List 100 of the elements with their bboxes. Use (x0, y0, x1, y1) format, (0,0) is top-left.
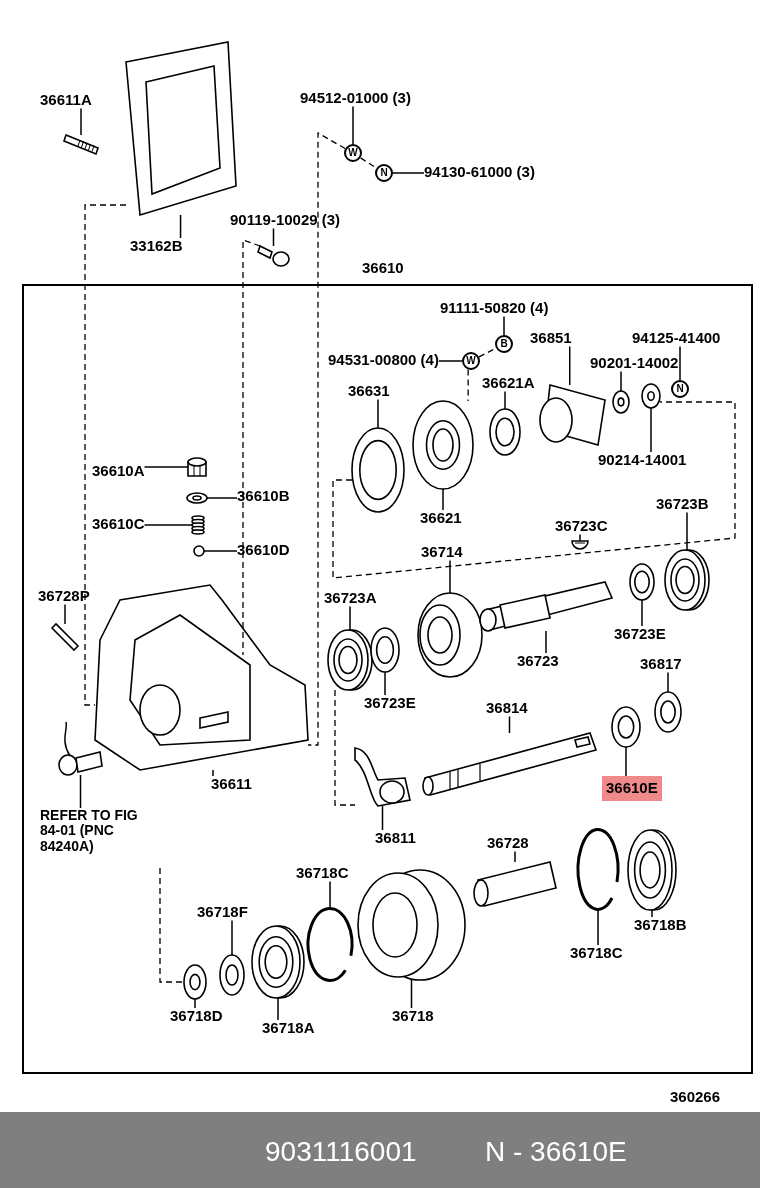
part-number: 94512-01000 (3) (300, 90, 411, 107)
oil-seal-drawing (654, 691, 682, 733)
shift-fork-drawing (354, 747, 411, 807)
part-number: 36610 (362, 260, 404, 277)
part-number: 36723B (656, 496, 709, 513)
part-number: 90214-14001 (598, 452, 687, 469)
part-number: 94130-61000 (3) (424, 164, 535, 181)
part-number: 36714 (421, 544, 463, 561)
gear-drawing (357, 869, 466, 981)
leader-line (686, 511, 688, 551)
oil-seal-drawing (489, 408, 521, 456)
assembly-line (307, 131, 346, 746)
ball-drawing (193, 545, 205, 557)
leader-line (384, 671, 386, 696)
part-number: 36817 (640, 656, 682, 673)
washer-drawing (641, 383, 661, 409)
leader-line (80, 107, 82, 136)
leader-line (352, 105, 354, 145)
part-number: 36718 (392, 1008, 434, 1025)
bolt-drawing (257, 244, 290, 267)
assembly-line (334, 689, 356, 806)
part-number: 36723E (614, 626, 666, 643)
bearing-drawing (251, 925, 305, 999)
part-number: 36723A (324, 590, 377, 607)
leader-line (272, 227, 275, 247)
shift-shaft-drawing (422, 732, 598, 796)
gear-drawing (417, 592, 483, 678)
nut-symbol: N (671, 380, 689, 398)
washer-drawing (183, 964, 207, 1000)
footer-text: N - 36610E (485, 1136, 627, 1168)
part-number: 36610D (237, 542, 290, 559)
cap-bolt-drawing (187, 457, 207, 477)
part-number: 36728 (487, 835, 529, 852)
part-number: 36723C (555, 518, 608, 535)
assembly-line (467, 368, 469, 402)
bolt-symbol: B (495, 335, 513, 353)
washer-drawing (612, 390, 630, 414)
part-number: 36718A (262, 1020, 315, 1037)
part-number: 36718C (296, 865, 349, 882)
snap-ring-drawing (576, 828, 620, 911)
part-number: 94125-41400 (632, 330, 721, 347)
part-number: 36728P (38, 588, 90, 605)
nut-symbol: N (375, 164, 393, 182)
part-number: 36611A (40, 92, 92, 109)
leader-line (579, 533, 581, 542)
leader-line (231, 919, 233, 956)
leader-line (392, 172, 425, 174)
leader-line (620, 370, 622, 392)
part-number: 91111-50820 (4) (440, 300, 549, 317)
leader-line (349, 605, 351, 631)
leader-line (442, 488, 444, 511)
leader-line (410, 979, 413, 1009)
part-number: 90201-14002 (590, 355, 679, 372)
leader-line (143, 524, 193, 526)
assembly-line (159, 867, 185, 983)
part-number: 90119-10029 (3) (230, 212, 341, 229)
leader-line (514, 850, 516, 863)
gasket-drawing (125, 41, 237, 217)
leader-line (545, 630, 547, 654)
key-drawing (571, 540, 589, 550)
flange-drawing (539, 384, 606, 446)
part-number: 36621 (420, 510, 462, 527)
spring-drawing (191, 515, 205, 535)
washer-symbol: W (344, 144, 362, 162)
part-number: 36814 (486, 700, 528, 717)
leader-line (438, 360, 463, 362)
pin-drawing (473, 861, 557, 907)
part-number: 36610B (237, 488, 290, 505)
leader-line (667, 671, 669, 693)
leader-line (64, 603, 66, 625)
assembly-line (84, 204, 127, 706)
leader-line (179, 214, 182, 239)
part-number: 36621A (482, 375, 535, 392)
leader-line (206, 497, 238, 499)
leader-line (651, 909, 653, 918)
washer-drawing (186, 492, 208, 504)
stud-drawing (63, 133, 99, 156)
leader-line (679, 345, 681, 381)
leader-line (568, 345, 571, 386)
leader-line (381, 805, 384, 831)
leader-line (79, 774, 82, 809)
seal-ring-drawing (611, 706, 641, 748)
leader-line (625, 746, 627, 777)
washer-drawing (219, 954, 245, 996)
part-number: 36611 (211, 776, 252, 793)
part-number: 94531-00800 (4) (328, 352, 439, 369)
leader-line (277, 997, 279, 1021)
leader-line (504, 390, 506, 410)
leader-line (449, 559, 451, 594)
part-number: 36851 (530, 330, 572, 347)
footer-text: 9031116001 (265, 1136, 417, 1168)
leader-line (641, 599, 643, 627)
housing-drawing (412, 400, 474, 490)
part-number: 36718C (570, 945, 623, 962)
part-number: 33162B (130, 238, 183, 255)
leader-line (212, 769, 214, 777)
pin-drawing (50, 622, 80, 652)
plate-drawing (351, 427, 405, 513)
figure-number: 360266 (670, 1088, 721, 1105)
bearing-drawing (627, 829, 677, 911)
